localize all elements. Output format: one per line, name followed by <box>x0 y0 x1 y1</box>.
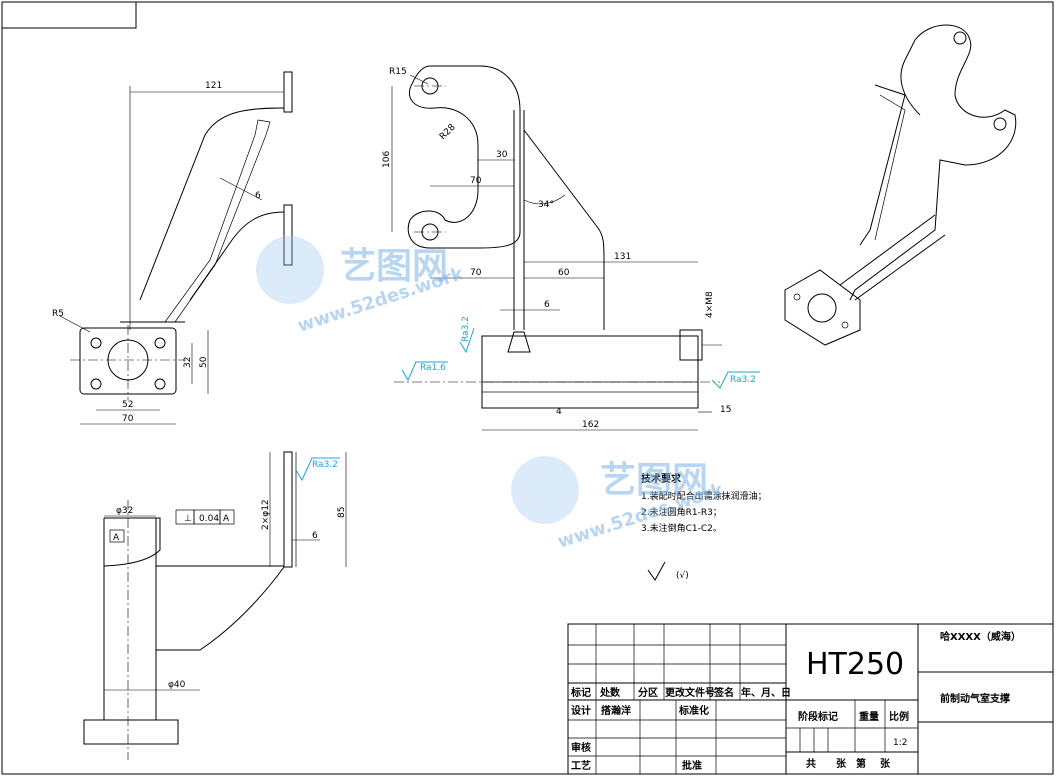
svg-text:分区: 分区 <box>638 686 658 699</box>
dim-85: 85 <box>337 507 347 518</box>
tech-requirements: 技术要求 1.装配时配合出需涂抹润滑油； 2.未注圆角R1-R3； 3.未注倒角… <box>641 472 767 581</box>
svg-text:标记: 标记 <box>570 686 591 699</box>
svg-text:签名: 签名 <box>713 686 734 699</box>
dim-15: 15 <box>720 405 731 415</box>
dim-phi40: φ40 <box>168 680 186 690</box>
dim-32: 32 <box>183 357 193 368</box>
dim-131: 131 <box>614 252 631 262</box>
svg-text:张: 张 <box>836 757 847 770</box>
front-view: 121 6 R5 52 70 32 50 <box>52 71 293 425</box>
tube-section <box>481 335 699 409</box>
dim-6: 6 <box>544 300 550 310</box>
svg-text:重量: 重量 <box>859 710 879 723</box>
svg-text:第: 第 <box>856 757 866 770</box>
rough-ra16: Ra1.6 <box>420 363 446 373</box>
svg-text:比例: 比例 <box>889 710 909 723</box>
dim-70a: 70 <box>470 176 482 186</box>
svg-text:设计: 设计 <box>571 704 591 717</box>
dim-r15: R15 <box>389 67 407 77</box>
watermark-2: 艺图网 www.52des.work <box>511 456 727 553</box>
dim-thread: 4×M8 <box>705 291 715 318</box>
dim-50: 50 <box>199 356 209 368</box>
top-view: 106 R15 R28 30 70 34° 131 70 60 6 4×M8 4… <box>382 65 760 431</box>
dim-6: 6 <box>255 191 261 201</box>
material-label: HT250 <box>806 647 904 682</box>
tol-datum: A <box>223 514 230 524</box>
dim-r28: R28 <box>438 122 458 142</box>
svg-text:艺图网: 艺图网 <box>600 460 708 501</box>
dim-r5: R5 <box>52 309 64 319</box>
svg-text:艺图网: 艺图网 <box>340 246 448 287</box>
svg-text:张: 张 <box>880 757 891 770</box>
svg-text:1:2: 1:2 <box>893 738 907 748</box>
company-name: 哈XXXX（威海） <box>940 630 1021 643</box>
dim-4: 4 <box>556 407 562 417</box>
rough-top: Ra3.2 <box>461 316 471 342</box>
dim-60: 60 <box>558 268 570 278</box>
watermark-1: 艺图网 www.52des.work <box>256 236 467 337</box>
dim-holes: 2×φ12 <box>261 499 271 530</box>
tech-item-2: 2.未注圆角R1-R3； <box>641 506 722 518</box>
svg-text:处数: 处数 <box>599 686 621 699</box>
svg-text:阶段标记: 阶段标记 <box>798 710 838 723</box>
svg-text:批准: 批准 <box>682 759 702 772</box>
dim-34deg: 34° <box>538 200 554 210</box>
isometric-view <box>784 24 1017 346</box>
svg-text:工艺: 工艺 <box>571 759 591 772</box>
rough-general: (√) <box>676 570 689 581</box>
svg-text:标准化: 标准化 <box>678 704 709 717</box>
svg-text:⊥: ⊥ <box>184 514 192 524</box>
svg-text:审核: 审核 <box>571 741 591 754</box>
part-name: 前制动气室支撑 <box>940 692 1010 705</box>
rough-side: Ra3.2 <box>312 460 338 470</box>
dim-52: 52 <box>122 400 133 410</box>
svg-text:年、月、日: 年、月、日 <box>741 686 791 699</box>
dim-70: 70 <box>122 414 134 424</box>
dim-121: 121 <box>205 81 222 91</box>
dim-162: 162 <box>582 420 599 430</box>
svg-text:更改文件号: 更改文件号 <box>665 686 715 699</box>
dim-70b: 70 <box>470 268 482 278</box>
dim-30: 30 <box>496 150 508 160</box>
tol-value: 0.04 <box>199 514 219 524</box>
rough-right: Ra3.2 <box>730 375 756 385</box>
top-left-box <box>1 1 137 29</box>
title-block: HT250 哈XXXX（威海） 前制动气室支撑 标记 处数 分区 更改文件号 签… <box>567 623 1054 775</box>
svg-text:搭瀚洋: 搭瀚洋 <box>601 704 631 717</box>
side-base <box>83 719 179 745</box>
tech-item-1: 1.装配时配合出需涂抹润滑油； <box>641 490 767 502</box>
tech-item-3: 3.未注倒角C1-C2。 <box>641 522 722 534</box>
side-view: φ32 ⊥ 0.04 A A 2×φ12 Ra3.2 85 6 φ40 <box>83 451 347 760</box>
dim-side-6: 6 <box>312 531 318 541</box>
svg-text:共: 共 <box>806 757 816 770</box>
tech-title: 技术要求 <box>641 472 682 485</box>
dim-phi32: φ32 <box>116 506 133 516</box>
datum-a: A <box>113 533 120 543</box>
dim-106: 106 <box>382 151 392 168</box>
